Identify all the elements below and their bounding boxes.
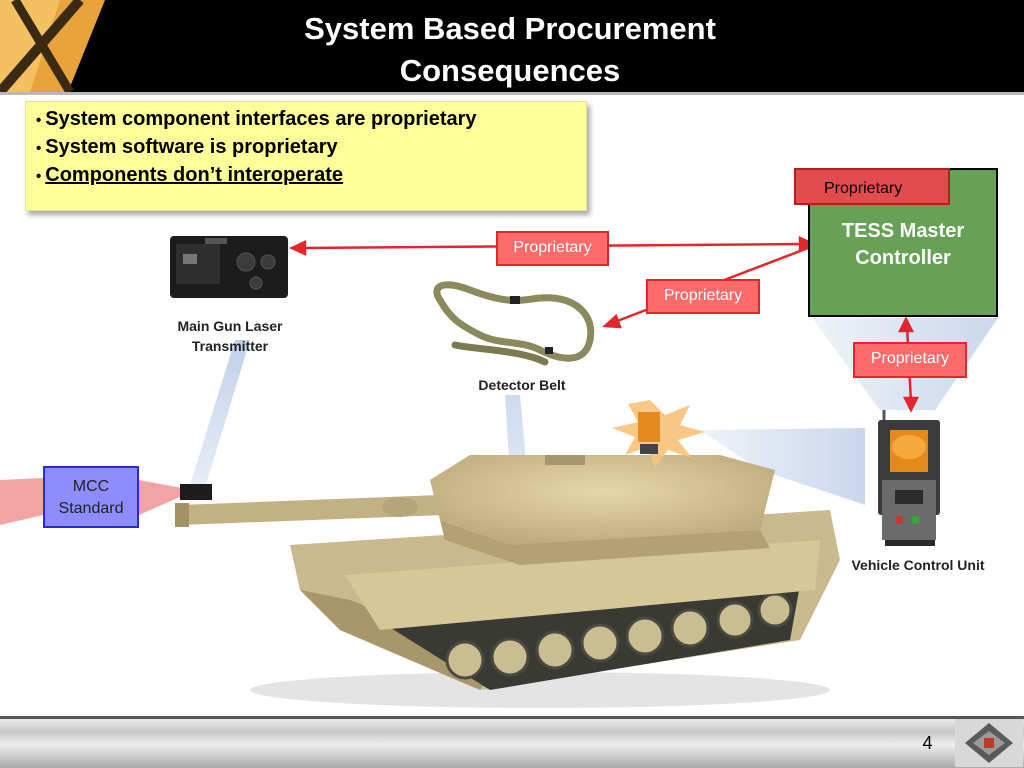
vcu-beam — [700, 428, 865, 505]
slide-title-line2: Consequences — [399, 53, 621, 88]
emblem-logo — [955, 719, 1023, 767]
footer-bar — [0, 716, 1024, 768]
bullet-note: •System component interfaces are proprie… — [25, 101, 587, 211]
mcc-red-beam — [0, 478, 43, 525]
laser-beam-down — [190, 340, 250, 488]
belt-link-proprietary-tag: Proprietary — [646, 279, 760, 314]
header-bar: System Based Procurement Consequences — [0, 0, 1024, 92]
footer-divider — [0, 716, 1024, 719]
detector-belt-label: Detector Belt — [478, 377, 566, 393]
laser-link-proprietary-tag: Proprietary — [496, 231, 609, 266]
header-divider — [0, 92, 1024, 95]
bullet-item: •System software is proprietary — [36, 136, 338, 158]
slide-title-line1: System Based Procurement — [304, 11, 716, 46]
main-gun-laser-label: Main Gun Laser Transmitter — [177, 318, 283, 354]
bullet-item: •System component interfaces are proprie… — [36, 108, 477, 130]
laser-transmitter-image — [170, 236, 288, 298]
vehicle-control-unit-label: Vehicle Control Unit — [851, 557, 985, 573]
tess-master-controller-label: TESS Master Controller — [841, 220, 965, 269]
mcc-standard-box: MCC Standard — [43, 466, 139, 528]
detector-belt-image — [433, 281, 595, 366]
bullet-item: •Components don’t interoperate — [36, 164, 344, 186]
page-number: 4 — [922, 733, 933, 753]
vcu-link-proprietary-tag: Proprietary — [853, 342, 967, 378]
mcc-to-laser-beam — [139, 480, 182, 515]
tank-image — [175, 400, 840, 708]
header-corner-logo — [0, 0, 105, 92]
slide-title: System Based Procurement Consequences — [180, 8, 840, 92]
vehicle-control-unit-image — [878, 410, 940, 546]
tess-proprietary-tag: Proprietary — [794, 168, 950, 205]
